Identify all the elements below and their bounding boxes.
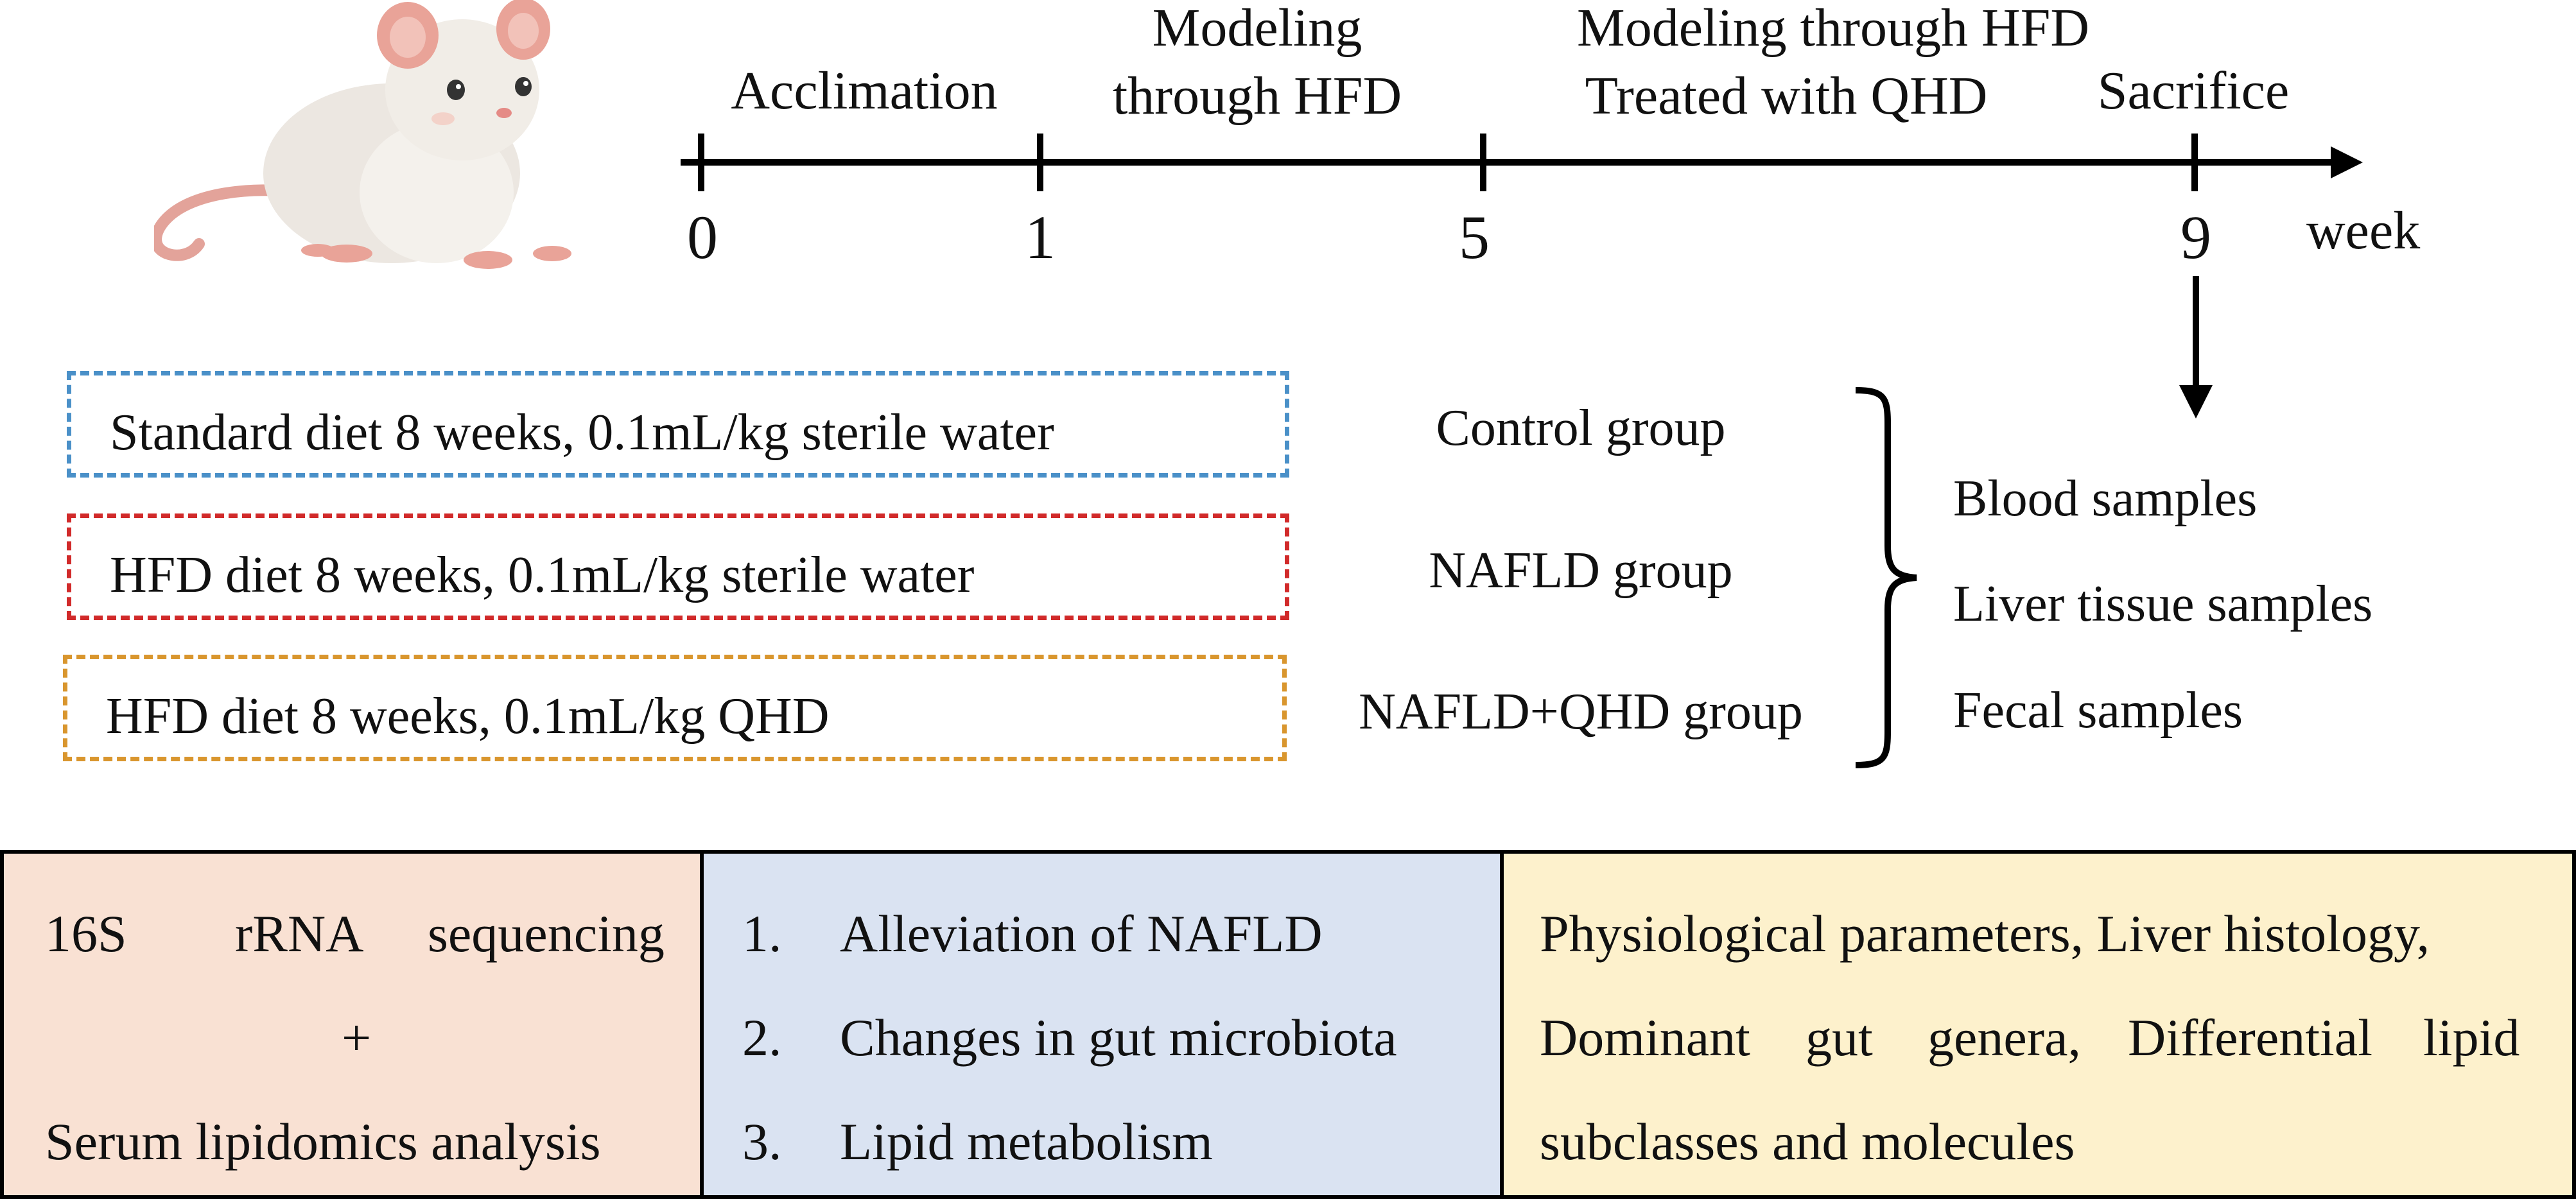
results-word-dominant: Dominant xyxy=(1540,1008,1750,1067)
aim-text-3: Lipid metabolism xyxy=(840,1112,1213,1171)
timeline-arrowhead xyxy=(2331,146,2363,178)
methods-word-sequencing: sequencing xyxy=(428,904,665,963)
condition-box-control: Standard diet 8 weeks, 0.1mL/kg sterile … xyxy=(67,371,1289,478)
sacrifice-down-arrow xyxy=(2179,276,2213,418)
methods-lipidomics: Serum lipidomics analysis xyxy=(45,1112,601,1171)
results-line-3: subclasses and molecules xyxy=(1540,1112,2075,1171)
aim-number-1: 1. xyxy=(742,904,782,963)
methods-word-rrna: rRNA xyxy=(235,904,364,963)
condition-box-nafld: HFD diet 8 weeks, 0.1mL/kg sterile water xyxy=(67,513,1289,620)
results-word-lipid: lipid xyxy=(2423,1008,2520,1067)
sample-fecal: Fecal samples xyxy=(1953,682,2243,739)
mouse-icon xyxy=(154,0,571,269)
condition-text-nafld: HFD diet 8 weeks, 0.1mL/kg sterile water xyxy=(110,547,975,603)
phase-label-sacrifice: Sacrifice xyxy=(2097,61,2290,121)
condition-text-control: Standard diet 8 weeks, 0.1mL/kg sterile … xyxy=(110,404,1054,461)
results-line-1: Physiological parameters, Liver histolog… xyxy=(1540,904,2430,963)
group-label-control: Control group xyxy=(1436,400,1726,456)
tick-label-5: 5 xyxy=(1459,203,1490,272)
phase-label-modeling-line1: Modeling xyxy=(1152,0,1362,58)
panel-aims: 1. Alleviation of NAFLD 2. Changes in gu… xyxy=(700,850,1504,1199)
panel-methods: 16S rRNA sequencing + Serum lipidomics a… xyxy=(0,850,704,1199)
results-word-gut: gut xyxy=(1806,1008,1873,1067)
condition-text-nafld-qhd: HFD diet 8 weeks, 0.1mL/kg QHD xyxy=(106,688,830,745)
group-label-nafld-qhd: NAFLD+QHD group xyxy=(1359,684,1803,740)
aim-text-2: Changes in gut microbiota xyxy=(840,1008,1397,1067)
timeline-unit-label: week xyxy=(2306,201,2421,261)
phase-label-treatment-line2: Treated with QHD xyxy=(1585,66,1988,126)
timeline-axis xyxy=(681,134,2363,191)
phase-label-modeling-line2: through HFD xyxy=(1112,66,1402,126)
sample-blood: Blood samples xyxy=(1953,470,2258,527)
tick-label-1: 1 xyxy=(1025,203,1056,272)
aim-number-3: 3. xyxy=(742,1112,782,1171)
results-word-differential: Differential xyxy=(2128,1008,2372,1067)
panel-results: Physiological parameters, Liver histolog… xyxy=(1500,850,2576,1199)
condition-box-nafld-qhd: HFD diet 8 weeks, 0.1mL/kg QHD xyxy=(63,655,1287,761)
phase-label-acclimation: Acclimation xyxy=(731,61,998,121)
aim-text-1: Alleviation of NAFLD xyxy=(840,904,1323,963)
methods-plus: + xyxy=(342,1008,372,1067)
tick-label-0: 0 xyxy=(687,203,718,272)
group-label-nafld: NAFLD group xyxy=(1429,542,1733,599)
tick-label-9: 9 xyxy=(2180,203,2211,272)
sample-liver-tissue: Liver tissue samples xyxy=(1953,576,2373,632)
group-brace xyxy=(1855,387,1917,768)
methods-word-16s: 16S xyxy=(45,904,127,963)
results-word-genera: genera, xyxy=(1928,1008,2081,1067)
aim-number-2: 2. xyxy=(742,1008,782,1067)
phase-label-treatment-line1: Modeling through HFD xyxy=(1577,0,2089,58)
